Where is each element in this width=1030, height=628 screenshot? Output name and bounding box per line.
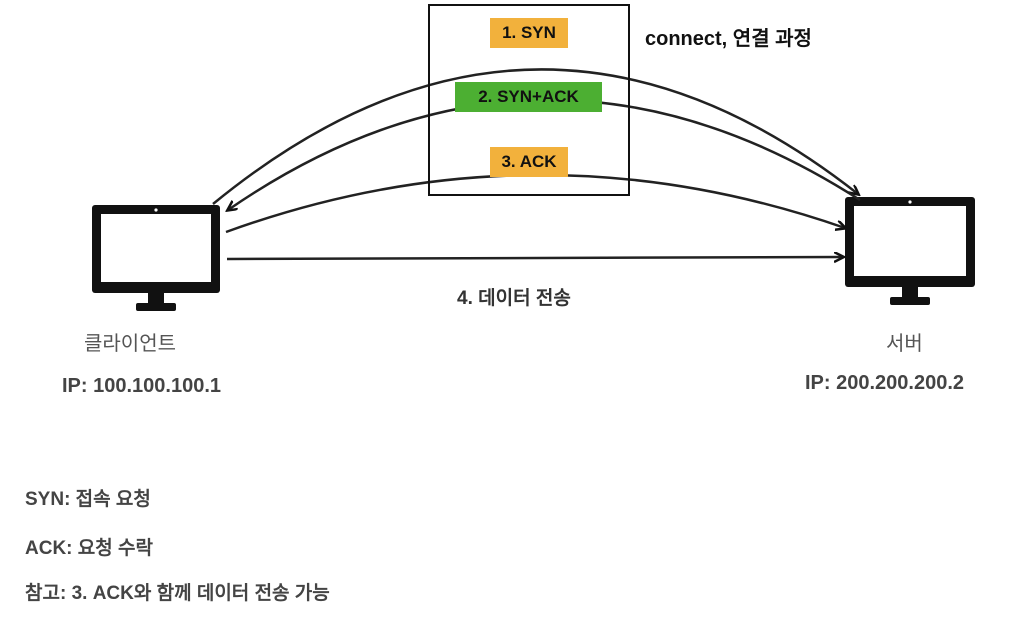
handshake-steps-box [428, 4, 630, 196]
syn-arrow [212, 68, 858, 205]
client-ip: IP: 100.100.100.1 [62, 375, 222, 397]
legend-syn: SYN: 접속 요청 [25, 489, 151, 510]
step-syn-badge: 1. SYN [490, 18, 568, 48]
diagram-title: connect, 연결 과정 [645, 28, 812, 50]
step-ack-badge: 3. ACK [490, 147, 568, 177]
server-name: 서버 [886, 333, 923, 355]
legend-note: 참고: 3. ACK와 함께 데이터 전송 가능 [25, 583, 330, 604]
data-transfer-label: 4. 데이터 전송 [457, 288, 571, 309]
server-monitor-icon [845, 197, 975, 305]
step-syn-ack-badge: 2. SYN+ACK [455, 82, 602, 112]
data-transfer-arrow [226, 257, 843, 259]
server-ip: IP: 200.200.200.2 [805, 372, 965, 394]
client-monitor-icon [92, 205, 220, 311]
legend-ack: ACK: 요청 수락 [25, 538, 153, 559]
client-name: 클라이언트 [84, 333, 176, 355]
